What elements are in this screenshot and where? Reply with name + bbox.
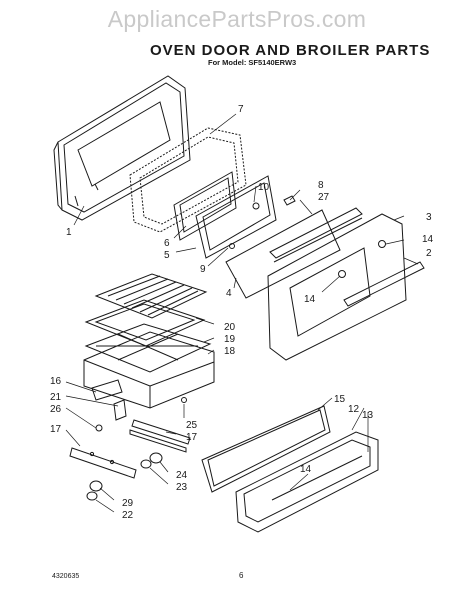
broiler-pan	[84, 323, 212, 373]
broiler-drawer-body	[83, 331, 215, 409]
callout-29: 29	[122, 498, 134, 509]
callout-27: 27	[318, 192, 330, 203]
callout-14-drawer: 14	[300, 464, 312, 475]
callout-16: 16	[50, 376, 62, 387]
callout-18: 18	[224, 346, 236, 357]
callout-6: 6	[164, 238, 170, 249]
callout-13: 13	[362, 410, 374, 421]
door-trim-strip	[269, 207, 363, 263]
callout-24: 24	[176, 470, 188, 481]
callout-25: 25	[186, 420, 198, 431]
outer-glass	[225, 209, 341, 299]
callout-19: 19	[224, 334, 236, 345]
callout-2: 2	[426, 248, 432, 259]
inner-glass-frame	[173, 171, 237, 241]
callout-20: 20	[224, 322, 236, 333]
callout-23: 23	[176, 482, 188, 493]
callout-10: 10	[258, 182, 270, 193]
door-gasket	[129, 127, 247, 233]
callout-15: 15	[334, 394, 346, 405]
document-number: 4320635	[52, 573, 80, 580]
page-title: OVEN DOOR AND BROILER PARTS	[150, 42, 431, 59]
callout-7: 7	[238, 104, 244, 115]
callout-3: 3	[426, 212, 432, 223]
callout-22: 22	[122, 510, 134, 521]
callout-8: 8	[318, 180, 324, 191]
callout-9: 9	[200, 264, 206, 275]
page-number: 6	[239, 571, 244, 580]
callout-1: 1	[66, 227, 72, 238]
drawer-rollers	[140, 452, 163, 469]
drawer-front-panel	[235, 431, 379, 533]
callout-4: 4	[226, 288, 232, 299]
drawer-rail-left	[69, 447, 137, 479]
broiler-grid	[94, 273, 208, 319]
door-handle	[343, 261, 425, 307]
clip-part	[283, 195, 296, 206]
callout-21: 21	[50, 392, 62, 403]
callout-12: 12	[348, 404, 360, 415]
model-subtitle: For Model: SF5140ERW3	[208, 58, 297, 67]
glass-retainer-frame	[195, 175, 277, 259]
callout-leaders	[65, 113, 419, 513]
callout-14-window: 14	[304, 294, 316, 305]
callout-14-door: 14	[422, 234, 434, 245]
callout-26: 26	[50, 404, 62, 415]
drawer-inner-panel	[201, 405, 331, 493]
bottom-rollers	[86, 480, 103, 501]
callout-labels: 1 7 10 8 27 3 14 2 6 5 9 4 14 20 19 18 1…	[50, 104, 434, 521]
callout-5: 5	[164, 250, 170, 261]
inner-door-liner	[53, 75, 191, 221]
drawer-rail-right	[129, 397, 191, 453]
callout-17-right: 17	[186, 432, 198, 443]
drawer-slide-bracket	[91, 379, 127, 432]
outer-door-panel	[267, 213, 407, 361]
callout-17-left: 17	[50, 424, 62, 435]
watermark: AppliancePartsPros.com	[107, 6, 367, 32]
